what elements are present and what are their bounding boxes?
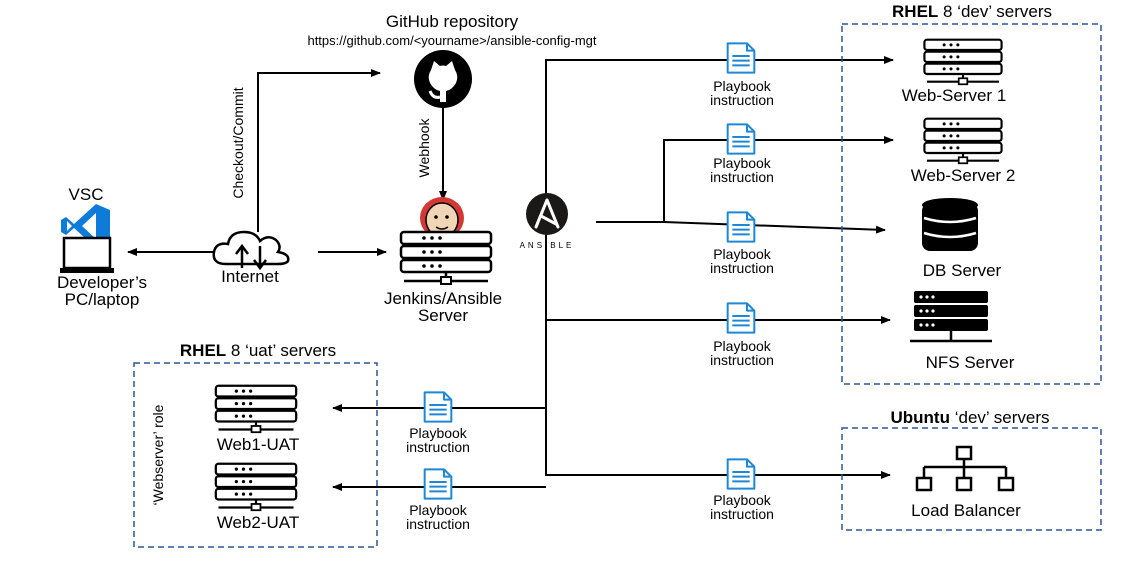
rhel-dev-title-rest: 8 ‘dev’ servers	[938, 2, 1052, 21]
web-server-1-icon	[923, 38, 1003, 86]
ansible-logo-icon	[526, 193, 568, 235]
developer-pc-label-line2: PC/laptop	[65, 290, 140, 309]
playbook-web1-uat-line2: instruction	[406, 439, 470, 455]
rhel-uat-title-rest: 8 ‘uat’ servers	[226, 341, 336, 360]
webhook-label: Webhook	[416, 118, 432, 178]
ubuntu-dev-title-bold: Ubuntu	[891, 408, 950, 427]
playbook-lb-line1: Playbook	[713, 492, 772, 508]
web1-uat-label: Web1-UAT	[217, 435, 300, 454]
ansible-wordmark: ANSIBLE	[520, 241, 575, 250]
playbook-doc-web1: Playbook instruction	[710, 42, 774, 108]
playbook-doc-nfs: Playbook instruction	[710, 302, 774, 368]
vsc-label: VSC	[69, 185, 104, 204]
laptop-icon	[60, 236, 114, 273]
document-icon	[423, 391, 453, 423]
checkout-commit-label: Checkout/Commit	[230, 87, 246, 198]
rhel-uat-group-title: RHEL 8 ‘uat’ servers	[180, 341, 336, 360]
web-server-2-label: Web-Server 2	[911, 166, 1016, 185]
webserver-role-label: ‘Webserver’ role	[150, 404, 166, 505]
web1-uat-icon	[214, 384, 298, 434]
document-icon	[726, 458, 756, 490]
load-balancer-icon	[915, 445, 1015, 492]
internet-label: Internet	[221, 267, 279, 286]
playbook-lb-line2: instruction	[710, 506, 774, 522]
document-icon	[726, 123, 756, 155]
ubuntu-dev-group-title: Ubuntu ‘dev’ servers	[891, 408, 1050, 427]
jenkins-label-line2: Server	[418, 306, 468, 325]
playbook-web1-line2: instruction	[710, 92, 774, 108]
playbook-nfs-line1: Playbook	[713, 338, 772, 354]
database-icon	[922, 198, 978, 251]
document-icon	[726, 211, 756, 243]
playbook-web2-line1: Playbook	[713, 155, 772, 171]
document-icon	[726, 42, 756, 74]
playbook-doc-web2: Playbook instruction	[710, 123, 774, 185]
playbook-doc-web1-uat: Playbook instruction	[406, 391, 470, 455]
rhel-dev-group-title: RHEL 8 ‘dev’ servers	[892, 2, 1052, 21]
playbook-db-line2: instruction	[710, 260, 774, 276]
web-server-1-label: Web-Server 1	[902, 86, 1007, 105]
web-server-2-icon	[923, 117, 1003, 165]
jenkins-server-icon	[399, 230, 493, 286]
playbook-web1-uat-line1: Playbook	[409, 425, 468, 441]
playbook-doc-lb: Playbook instruction	[710, 458, 774, 522]
playbook-db-line1: Playbook	[713, 246, 772, 262]
db-server-label: DB Server	[923, 261, 1002, 280]
github-url: https://github.com/<yourname>/ansible-co…	[307, 33, 596, 48]
ubuntu-dev-group-box	[841, 427, 1102, 531]
playbook-web1-line1: Playbook	[713, 78, 772, 94]
github-title: GitHub repository	[386, 12, 519, 31]
playbook-doc-web2-uat: Playbook instruction	[406, 468, 470, 532]
rhel-uat-title-bold: RHEL	[180, 341, 226, 360]
rhel-uat-group-box	[133, 362, 378, 548]
web2-uat-label: Web2-UAT	[217, 513, 300, 532]
cloud-icon	[212, 230, 290, 271]
rhel-dev-title-bold: RHEL	[892, 2, 938, 21]
load-balancer-label: Load Balancer	[911, 501, 1021, 520]
github-icon	[414, 50, 472, 108]
nfs-server-icon	[910, 291, 992, 343]
playbook-doc-db: Playbook instruction	[710, 211, 774, 276]
playbook-web2-uat-line2: instruction	[406, 516, 470, 532]
nfs-server-label: NFS Server	[926, 353, 1015, 372]
document-icon	[726, 302, 756, 334]
playbook-web2-uat-line1: Playbook	[409, 502, 468, 518]
document-icon	[423, 468, 453, 500]
playbook-nfs-line2: instruction	[710, 352, 774, 368]
developer-pc-label-line1: Developer’s	[57, 273, 147, 292]
jenkins-label-line1: Jenkins/Ansible	[384, 289, 502, 308]
ubuntu-dev-title-rest: ‘dev’ servers	[950, 408, 1050, 427]
web2-uat-icon	[214, 462, 298, 512]
playbook-web2-line2: instruction	[710, 169, 774, 185]
